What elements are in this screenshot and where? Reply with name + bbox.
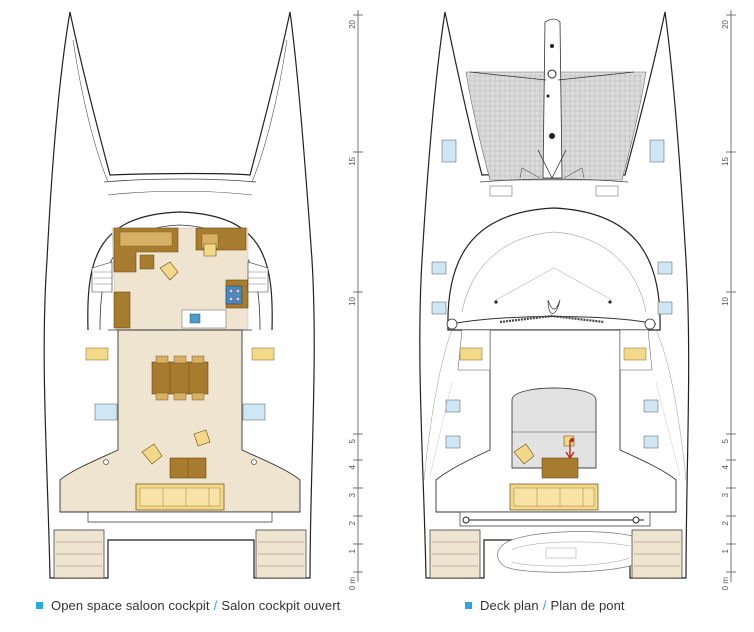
scale-label: 10 [348, 296, 357, 305]
deck-fitting [251, 459, 257, 465]
hull-berth [623, 347, 647, 361]
coachroof [447, 207, 661, 331]
armchair [159, 261, 179, 281]
caption-sub: Plan de pont [550, 598, 625, 613]
hull-berth [85, 347, 109, 361]
scale-label: 15 [348, 156, 357, 165]
galley-worktop [181, 309, 227, 329]
scale-label: 3 [721, 492, 730, 497]
aft-crossbeam [87, 511, 273, 523]
scale-label: 2 [721, 520, 730, 525]
deck-hatch [445, 435, 461, 449]
cockpit-table [541, 457, 579, 479]
dining-chair [191, 355, 205, 364]
cockpit-armchair [141, 443, 163, 465]
deck-hatch [657, 261, 673, 275]
bimini-top [511, 387, 597, 469]
winch [644, 318, 656, 330]
deck-hatch [643, 399, 659, 413]
scale-label: 10 [721, 296, 730, 305]
davit [632, 516, 640, 524]
anchor-locker [489, 185, 513, 197]
cockpit-floor [59, 329, 301, 513]
deck-hatch [441, 139, 457, 163]
scale-label: 20 [721, 19, 730, 28]
scale-label: 3 [348, 492, 357, 497]
caption-main: Open space saloon cockpit [51, 598, 210, 613]
dining-chair [191, 392, 205, 401]
deck-hatch [643, 435, 659, 449]
deck-fitting [103, 459, 109, 465]
forward-deck-line [107, 190, 253, 196]
dining-chair [173, 392, 187, 401]
davit [462, 516, 470, 524]
deck-hatch [431, 261, 447, 275]
deck-hatch [657, 301, 673, 315]
deck-hatch [445, 399, 461, 413]
winch [446, 318, 458, 330]
scale-label: 4 [721, 464, 730, 469]
scale-label: 15 [721, 156, 730, 165]
scale-label: 2 [348, 520, 357, 525]
stove [225, 285, 243, 305]
caption-separator: / [542, 598, 547, 613]
bullet-icon [36, 602, 43, 609]
scale-label: 0 m [721, 577, 730, 591]
deck-hatch [649, 139, 665, 163]
scale-label: 1 [721, 548, 730, 553]
bowsprit [542, 18, 563, 179]
scale-label: 5 [348, 438, 357, 443]
saloon-cushion [119, 231, 173, 247]
scale-label: 1 [348, 548, 357, 553]
anchor-locker [595, 185, 619, 197]
boom [499, 314, 605, 324]
helm-indicator-arrow [565, 440, 575, 460]
dining-chair [155, 355, 169, 364]
dining-chair [173, 355, 187, 364]
hull-window [94, 403, 118, 421]
bullet-icon [465, 602, 472, 609]
scale-label: 20 [348, 19, 357, 28]
dining-chair [155, 392, 169, 401]
caption-saloon-cockpit: Open space saloon cockpit/Salon cockpit … [36, 598, 340, 613]
aft-crossbeam [459, 511, 651, 527]
scale-label: 5 [721, 438, 730, 443]
armchair [203, 243, 217, 257]
sink [189, 313, 201, 324]
hull-berth [459, 347, 483, 361]
cockpit-armchair [193, 429, 211, 447]
scale-ruler: 20 15 10 5 4 3 2 1 0 m [348, 10, 363, 590]
hull-inner-line [251, 39, 288, 183]
cockpit-armchair [513, 443, 535, 465]
deck-hatch [431, 301, 447, 315]
hull-inner-line [72, 39, 109, 183]
saloon-cockpit-plan [43, 11, 315, 579]
scale-ruler: 20 15 10 5 4 3 2 1 0 m [721, 10, 736, 590]
dining-table [151, 361, 209, 395]
caption-deck-plan: Deck plan/Plan de pont [465, 598, 625, 613]
hull-window [242, 403, 266, 421]
hull-stairs-left [91, 261, 113, 293]
caption-separator: / [213, 598, 218, 613]
scale-label: 4 [348, 464, 357, 469]
saloon-stool [139, 254, 155, 270]
hull-berth [251, 347, 275, 361]
deck-plan [419, 11, 690, 579]
hull-stairs-right [247, 261, 269, 293]
caption-sub: Salon cockpit ouvert [221, 598, 341, 613]
caption-main: Deck plan [480, 598, 539, 613]
bow-crossbeam [103, 178, 257, 183]
side-cabinet [113, 291, 131, 329]
scale-label: 0 m [348, 577, 357, 591]
cabin-outline [87, 211, 273, 331]
